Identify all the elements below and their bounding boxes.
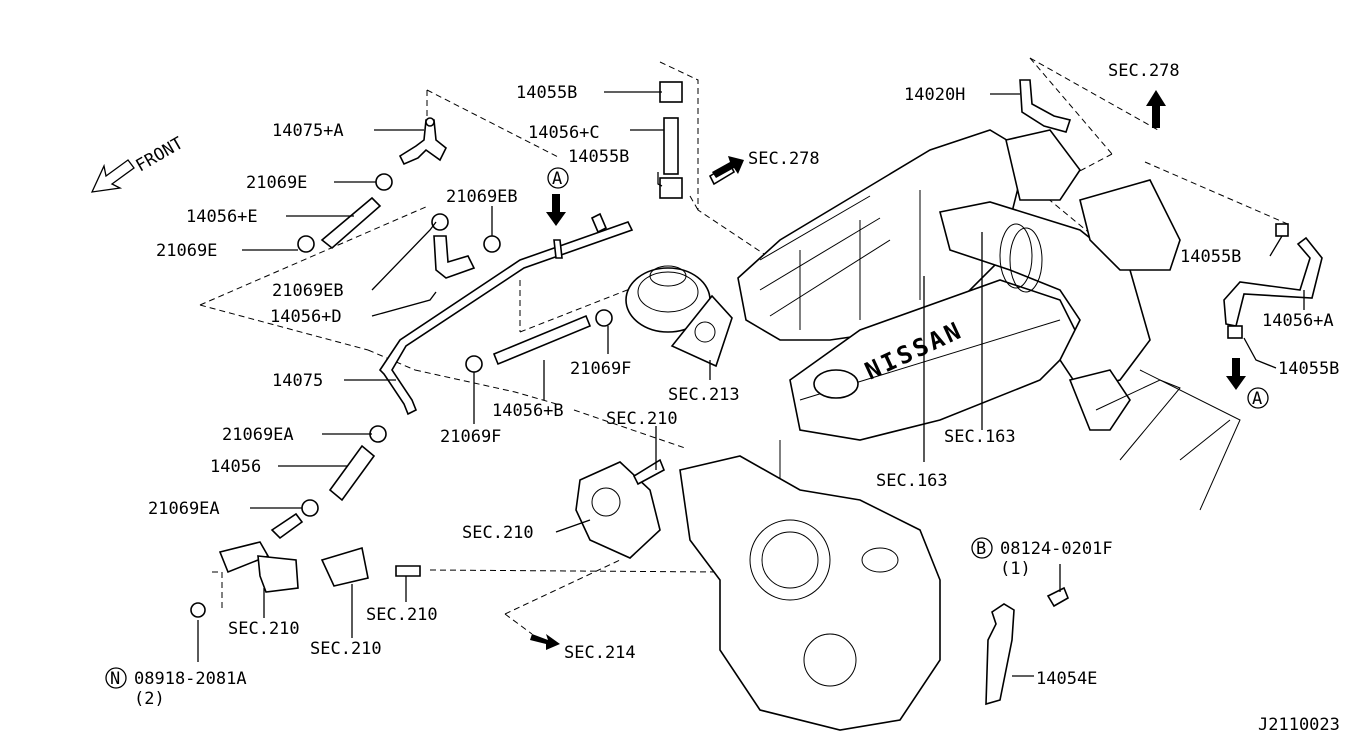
- label-21069f-1[interactable]: 21069F: [570, 359, 631, 379]
- front-arrow-icon: [90, 159, 135, 193]
- svg-text:A: A: [1252, 389, 1262, 409]
- part-labels: 14075+A 21069E 14056+E 21069E 21069EB 21…: [134, 61, 1340, 735]
- label-14056-a[interactable]: 14056+A: [1262, 311, 1334, 331]
- label-bolt-b-qty: (1): [1000, 559, 1031, 579]
- callout-b: B: [971, 537, 993, 559]
- label-14055b-4[interactable]: 14055B: [1278, 359, 1339, 379]
- boundary-lines: [199, 57, 1291, 635]
- label-14056[interactable]: 14056: [210, 457, 261, 477]
- callout-n: N: [105, 667, 127, 689]
- svg-text:A: A: [552, 169, 562, 189]
- label-sec213[interactable]: SEC.213: [668, 385, 740, 405]
- label-21069eb-1[interactable]: 21069EB: [446, 187, 518, 207]
- label-bolt-n-qty: (2): [134, 689, 165, 709]
- label-sec278-1[interactable]: SEC.278: [748, 149, 820, 169]
- label-14020h[interactable]: 14020H: [904, 85, 965, 105]
- label-14055b-2[interactable]: 14055B: [568, 147, 629, 167]
- arrow-down-icon: [546, 194, 566, 226]
- arrow-down-icon-2: [1226, 358, 1246, 390]
- label-21069ea-2[interactable]: 21069EA: [148, 499, 220, 519]
- left-hose-assembly: [190, 117, 733, 618]
- engine-assembly: NISSAN: [679, 79, 1323, 731]
- label-sec210-upper[interactable]: SEC.210: [606, 409, 678, 429]
- label-21069e-1[interactable]: 21069E: [246, 173, 307, 193]
- svg-text:B: B: [976, 539, 986, 559]
- label-21069ea-1[interactable]: 21069EA: [222, 425, 294, 445]
- callout-a-2: A: [1247, 387, 1269, 409]
- front-label: FRONT: [133, 133, 187, 176]
- callout-a-1: A: [547, 167, 569, 189]
- label-14055b-1[interactable]: 14055B: [516, 83, 577, 103]
- label-sec278-2[interactable]: SEC.278: [1108, 61, 1180, 81]
- label-sec163-1[interactable]: SEC.163: [944, 427, 1016, 447]
- label-14075[interactable]: 14075: [272, 371, 323, 391]
- label-21069f-2[interactable]: 21069F: [440, 427, 501, 447]
- label-sec214[interactable]: SEC.214: [564, 643, 636, 663]
- diagram-id: J2110023: [1258, 715, 1340, 735]
- label-bolt-n[interactable]: 08918-2081A: [134, 669, 247, 689]
- label-21069eb-2[interactable]: 21069EB: [272, 281, 344, 301]
- label-21069e-2[interactable]: 21069E: [156, 241, 217, 261]
- label-14056-e[interactable]: 14056+E: [186, 207, 258, 227]
- label-sec210-lower-3[interactable]: SEC.210: [366, 605, 438, 625]
- label-14075-a[interactable]: 14075+A: [272, 121, 344, 141]
- top-center-parts: [659, 81, 736, 199]
- arrow-up-icon: [1146, 90, 1166, 128]
- arrow-right-icon-2: [530, 634, 560, 650]
- front-indicator: FRONT: [90, 133, 187, 193]
- label-14055b-3[interactable]: 14055B: [1180, 247, 1241, 267]
- arrow-right-icon: [712, 156, 744, 178]
- label-14056-d[interactable]: 14056+D: [270, 307, 342, 327]
- label-sec210-lower-2[interactable]: SEC.210: [310, 639, 382, 659]
- label-14056-c[interactable]: 14056+C: [528, 123, 600, 143]
- label-sec210-lower-1[interactable]: SEC.210: [228, 619, 300, 639]
- direction-arrows: [530, 90, 1246, 650]
- svg-text:N: N: [110, 669, 120, 689]
- label-bolt-b[interactable]: 08124-0201F: [1000, 539, 1113, 559]
- label-14054e[interactable]: 14054E: [1036, 669, 1097, 689]
- leader-lines: [197, 91, 1305, 677]
- label-sec163-2[interactable]: SEC.163: [876, 471, 948, 491]
- label-14056-b[interactable]: 14056+B: [492, 401, 564, 421]
- label-sec210-mid[interactable]: SEC.210: [462, 523, 534, 543]
